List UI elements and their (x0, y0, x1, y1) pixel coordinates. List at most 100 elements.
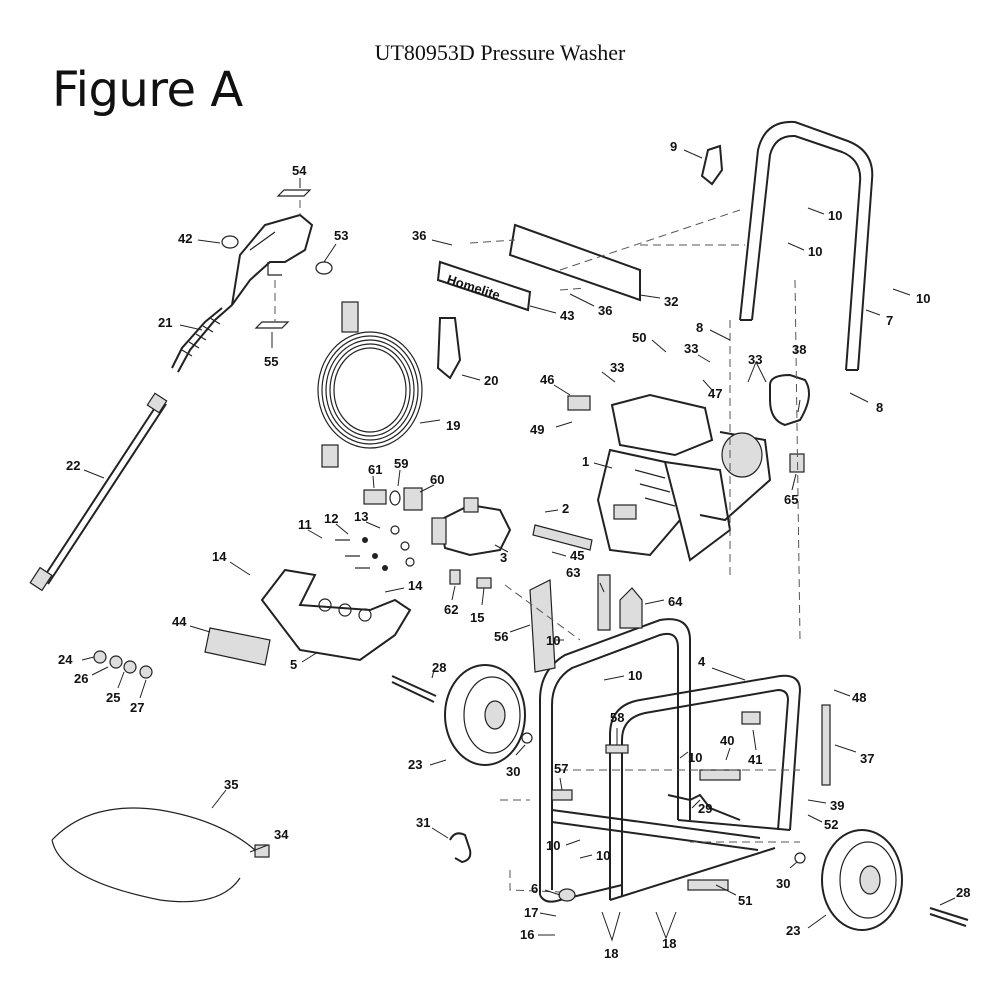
callout-label: 25 (106, 690, 120, 705)
callout-label: 46 (540, 372, 554, 387)
callout-labels: 1 2 3 4 5 6 7 8 8 9 10 10 10 10 10 10 10… (58, 139, 970, 961)
callout-label: 16 (520, 927, 534, 942)
pump (431, 497, 512, 557)
callout-label: 63 (566, 565, 580, 580)
callout-label: 12 (324, 511, 338, 526)
callout-label: 15 (470, 610, 484, 625)
figure-label: Figure A (52, 62, 243, 118)
callout-label: 23 (408, 757, 422, 772)
callout-label: 36 (598, 303, 612, 318)
callout-label: 27 (130, 700, 144, 715)
callout-label: 30 (776, 876, 790, 891)
decal-54 (276, 189, 312, 197)
washer-30-right (794, 852, 806, 864)
callout-label: 38 (792, 342, 806, 357)
callout-label: 10 (916, 291, 930, 306)
callout-label: 60 (430, 472, 444, 487)
wheel-left (444, 664, 526, 766)
callout-label: 6 (531, 881, 538, 896)
callout-label: 35 (224, 777, 238, 792)
callout-label: 34 (274, 827, 289, 842)
callout-label: 33 (684, 341, 698, 356)
pump-bracket (260, 568, 412, 662)
panel-32 (508, 223, 641, 302)
callout-label: 8 (876, 400, 883, 415)
callout-label: 58 (610, 710, 624, 725)
callout-label: 5 (290, 657, 297, 672)
callout-label: 44 (172, 614, 187, 629)
callout-label: 23 (786, 923, 800, 938)
callout-label: 24 (58, 652, 73, 667)
decal-58 (605, 744, 629, 754)
handle-frame (739, 120, 874, 371)
fitting-61 (363, 489, 387, 505)
fitting-60 (403, 487, 423, 511)
callout-label: 3 (500, 550, 507, 565)
callout-label: 19 (446, 418, 460, 433)
callout-label: 31 (416, 815, 430, 830)
diagram-title: UT80953D Pressure Washer (374, 40, 626, 65)
callout-label: 10 (596, 848, 610, 863)
callout-label: 9 (670, 139, 677, 154)
spray-wand (29, 392, 168, 592)
callout-label: 10 (546, 838, 560, 853)
callout-label: 41 (748, 752, 762, 767)
callout-label: 11 (298, 517, 312, 532)
decal-63 (597, 574, 611, 631)
pin-31 (449, 832, 472, 864)
callout-label: 10 (828, 208, 842, 223)
callout-label: 10 (808, 244, 822, 259)
fitting-15 (476, 577, 492, 589)
callout-label: 10 (628, 668, 642, 683)
callout-label: 59 (394, 456, 408, 471)
strap-29 (667, 793, 741, 821)
callout-label: 57 (554, 761, 568, 776)
callout-label: 14 (408, 578, 423, 593)
callout-label: 53 (334, 228, 348, 243)
callout-label: 33 (610, 360, 624, 375)
callout-label: 64 (668, 594, 683, 609)
hook-9 (700, 144, 724, 186)
callout-label: 7 (886, 313, 893, 328)
seal-53 (315, 261, 333, 275)
callout-label: 4 (698, 654, 706, 669)
decal-46 (567, 395, 591, 411)
callout-label: 39 (830, 798, 844, 813)
wheel-right (821, 829, 903, 931)
callout-label: 30 (506, 764, 520, 779)
callout-label: 56 (494, 629, 508, 644)
homelite-decal-text: Homelite (445, 272, 502, 303)
decal-56 (529, 579, 556, 673)
decal-44 (204, 627, 271, 666)
callout-label: 52 (824, 817, 838, 832)
callout-label: 28 (432, 660, 446, 675)
callout-label: 36 (412, 228, 426, 243)
callout-label: 10 (688, 750, 702, 765)
engine (596, 393, 772, 562)
axle-right (929, 907, 969, 927)
decal-40 (699, 769, 741, 781)
callout-label: 49 (530, 422, 544, 437)
callout-label: 42 (178, 231, 192, 246)
axle-left (391, 675, 437, 703)
callout-label: 17 (524, 905, 538, 920)
high-pressure-hose (51, 807, 270, 903)
shield-45 (532, 524, 593, 551)
callout-label: 61 (368, 462, 382, 477)
washer-30-left (521, 732, 533, 744)
homelite-decal: Homelite (436, 260, 532, 312)
callout-label: 2 (562, 501, 569, 516)
callout-label: 18 (604, 946, 618, 961)
callout-label: 62 (444, 602, 458, 617)
seal-42 (221, 235, 239, 249)
coiled-hose (317, 301, 423, 468)
callout-label: 26 (74, 671, 88, 686)
spray-gun (171, 213, 314, 373)
frame (539, 618, 802, 903)
callout-label: 45 (570, 548, 584, 563)
callout-label: 21 (158, 315, 172, 330)
callout-label: 65 (784, 492, 798, 507)
decal-51 (687, 879, 729, 891)
callout-label: 51 (738, 893, 752, 908)
